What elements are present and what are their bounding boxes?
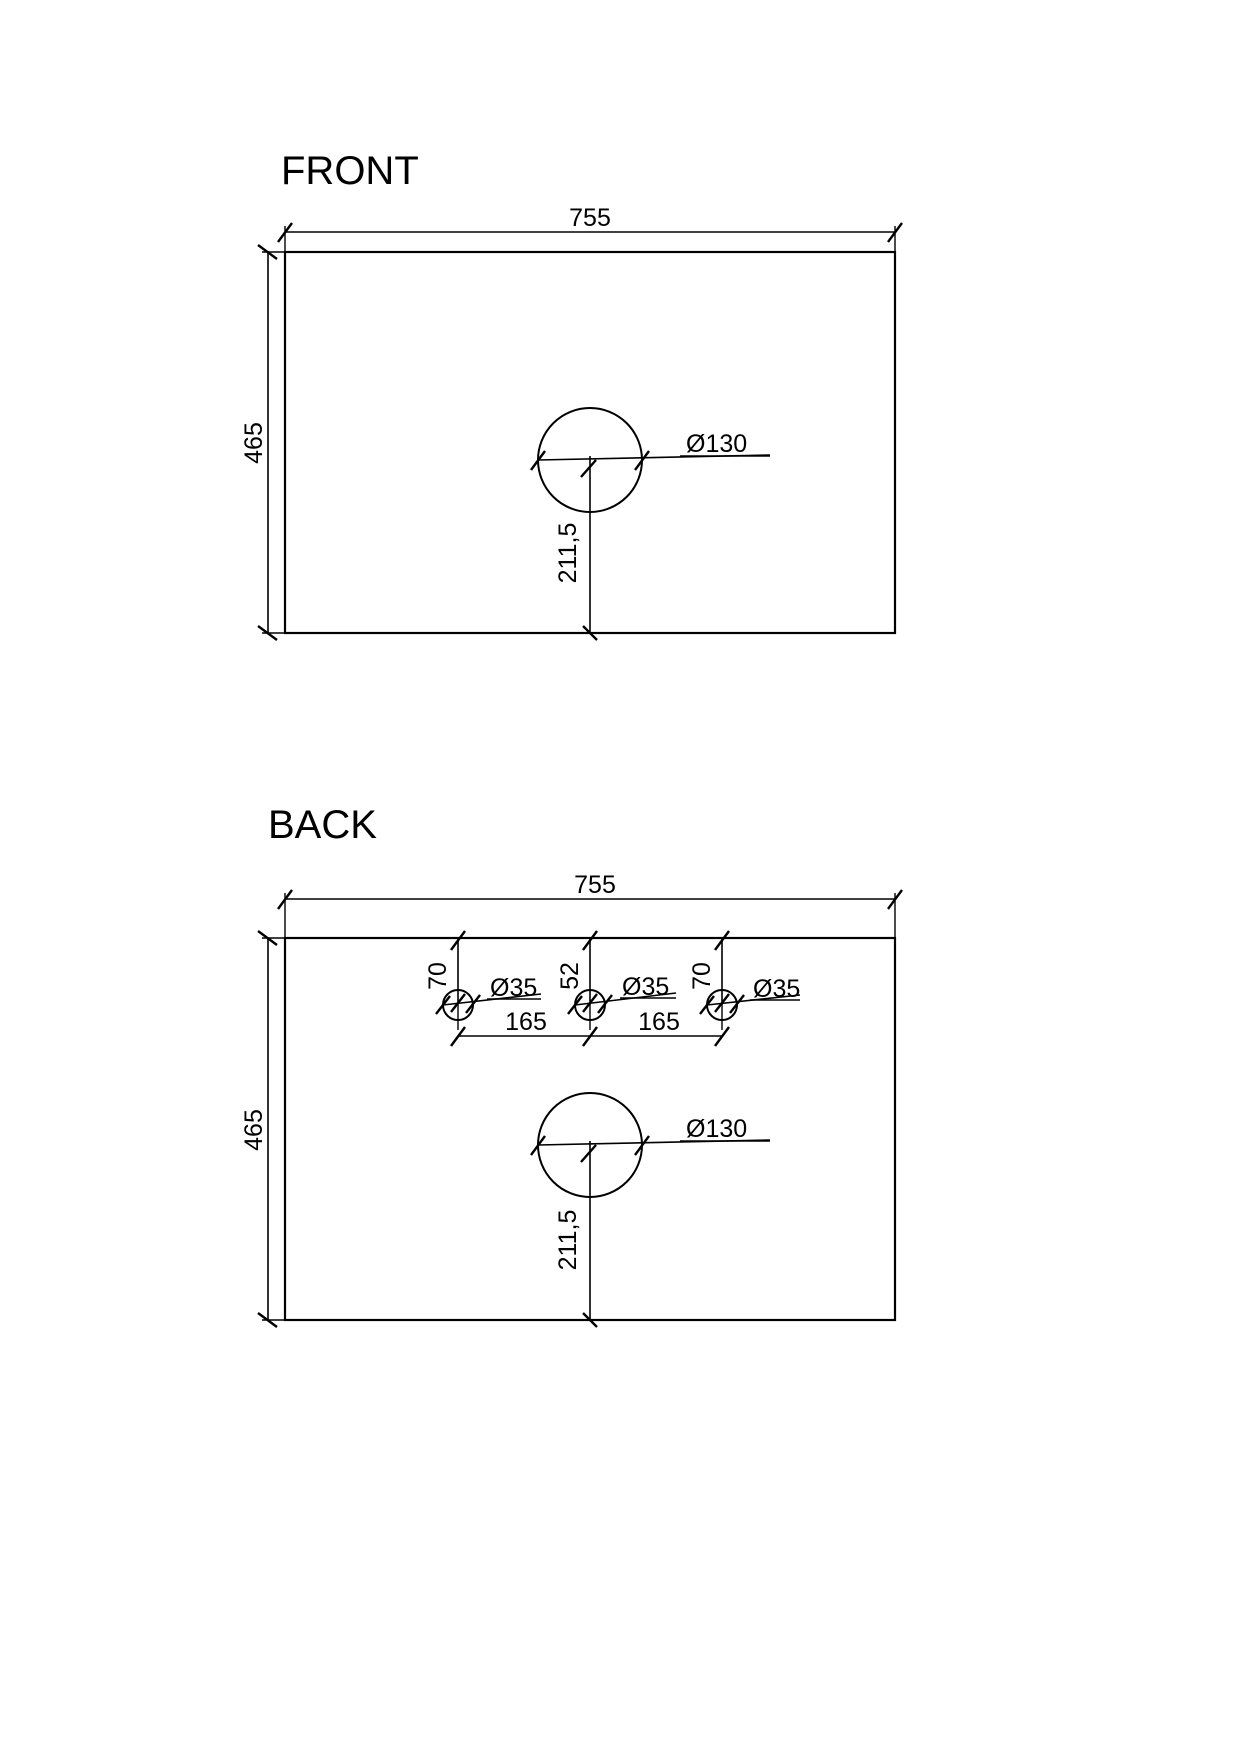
back-view-group: BACK 755 465 bbox=[240, 803, 903, 1328]
front-height-dimension: 465 bbox=[240, 244, 285, 641]
back-main-hole-position-dimension: 211,5 bbox=[554, 1141, 598, 1328]
back-view-title: BACK bbox=[268, 803, 377, 847]
front-main-hole-position-label: 211,5 bbox=[554, 523, 582, 584]
back-hole-left-offset-label: 70 bbox=[424, 962, 452, 990]
back-hole-left-group: 70 Ø35 bbox=[424, 930, 542, 1021]
back-height-label: 465 bbox=[240, 1109, 268, 1151]
back-hole-left-diameter-label: Ø35 bbox=[490, 974, 537, 1002]
front-main-hole-diameter-label: Ø130 bbox=[686, 430, 747, 458]
back-height-dimension: 465 bbox=[240, 930, 285, 1328]
back-hole-center-group: 52 Ø35 bbox=[556, 930, 677, 1021]
back-spacing-left-label: 165 bbox=[505, 1008, 547, 1036]
front-main-hole-diameter-dimension: Ø130 bbox=[530, 430, 771, 471]
back-main-hole-position-label: 211,5 bbox=[554, 1210, 582, 1271]
back-width-label: 755 bbox=[574, 871, 616, 899]
front-view-group: FRONT 755 465 Ø130 bbox=[240, 149, 903, 641]
back-hole-right-group: 70 Ø35 bbox=[688, 930, 800, 1021]
back-main-hole-diameter-dimension: Ø130 bbox=[530, 1115, 771, 1156]
back-hole-center-offset-label: 52 bbox=[556, 962, 584, 990]
back-hole-center-diameter-label: Ø35 bbox=[622, 973, 669, 1001]
front-width-label: 755 bbox=[569, 204, 611, 232]
back-spacing-right-label: 165 bbox=[638, 1008, 680, 1036]
front-width-dimension: 755 bbox=[277, 204, 903, 252]
back-hole-right-offset-label: 70 bbox=[688, 962, 716, 990]
back-hole-right-diameter-label: Ø35 bbox=[753, 975, 800, 1003]
front-height-label: 465 bbox=[240, 422, 268, 464]
front-main-hole-position-dimension: 211,5 bbox=[554, 456, 598, 641]
front-view-title: FRONT bbox=[281, 149, 419, 193]
back-width-dimension: 755 bbox=[277, 871, 903, 938]
back-hole-spacing-dimensions: 165 165 bbox=[450, 1005, 730, 1047]
back-main-hole-diameter-label: Ø130 bbox=[686, 1115, 747, 1143]
